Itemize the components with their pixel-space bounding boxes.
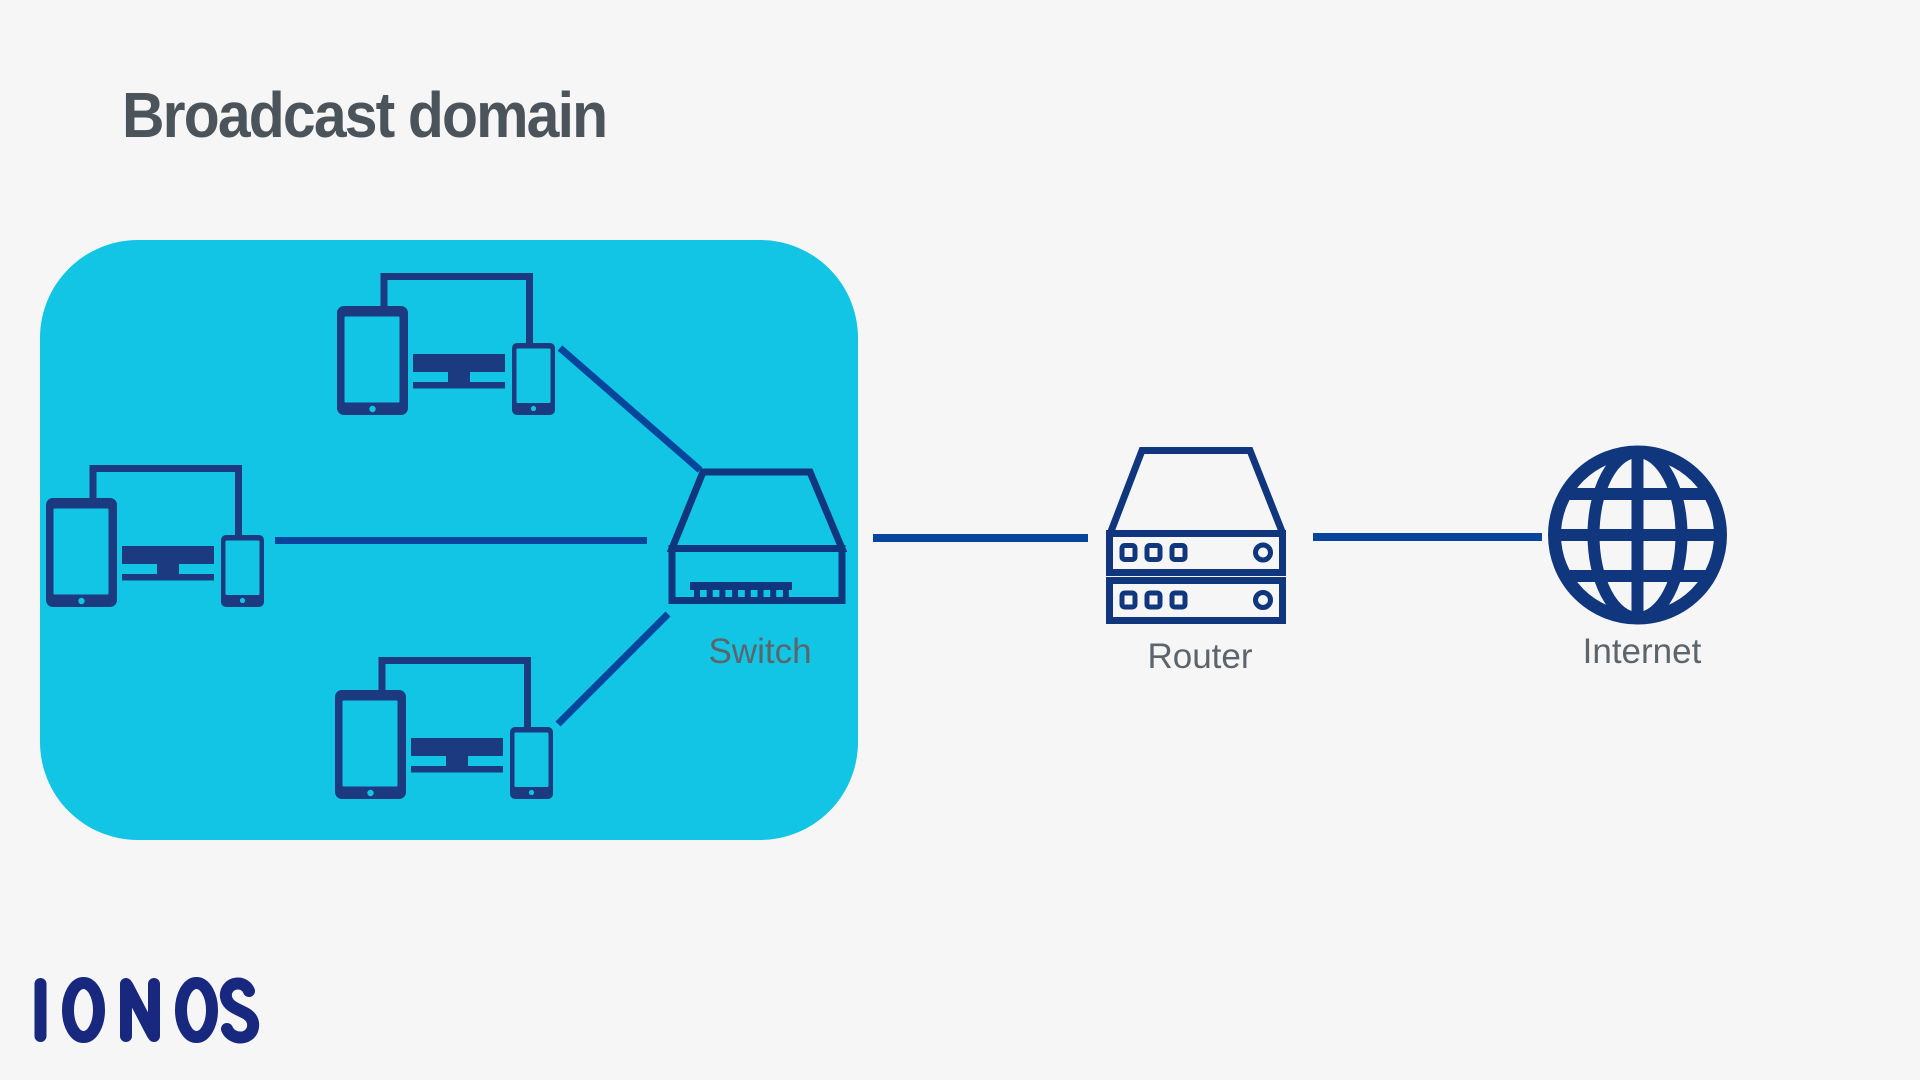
edge-group-bottom-switch xyxy=(555,611,671,727)
router-icon xyxy=(1106,447,1287,624)
router-unit-1-ports xyxy=(1119,542,1273,563)
internet-label: Internet xyxy=(1582,632,1702,671)
edge-group-top-switch xyxy=(557,345,703,473)
switch-ports xyxy=(690,582,792,601)
ionos-logo xyxy=(34,977,260,1044)
router-top xyxy=(1106,447,1287,536)
logo-letter-o2 xyxy=(175,977,218,1043)
router-label: Router xyxy=(1147,637,1253,676)
logo-letter-o1 xyxy=(62,977,105,1043)
page-title: Broadcast domain xyxy=(122,79,608,151)
router-unit-2 xyxy=(1106,577,1286,624)
logo-letter-n xyxy=(120,978,160,1042)
switch-label: Switch xyxy=(708,632,812,671)
router-unit-1 xyxy=(1106,530,1286,576)
globe-icon xyxy=(1548,445,1727,625)
logo-letter-s xyxy=(219,977,260,1044)
router-unit-2-ports xyxy=(1119,590,1273,610)
switch-body xyxy=(668,545,846,604)
switch-icon xyxy=(666,468,848,604)
